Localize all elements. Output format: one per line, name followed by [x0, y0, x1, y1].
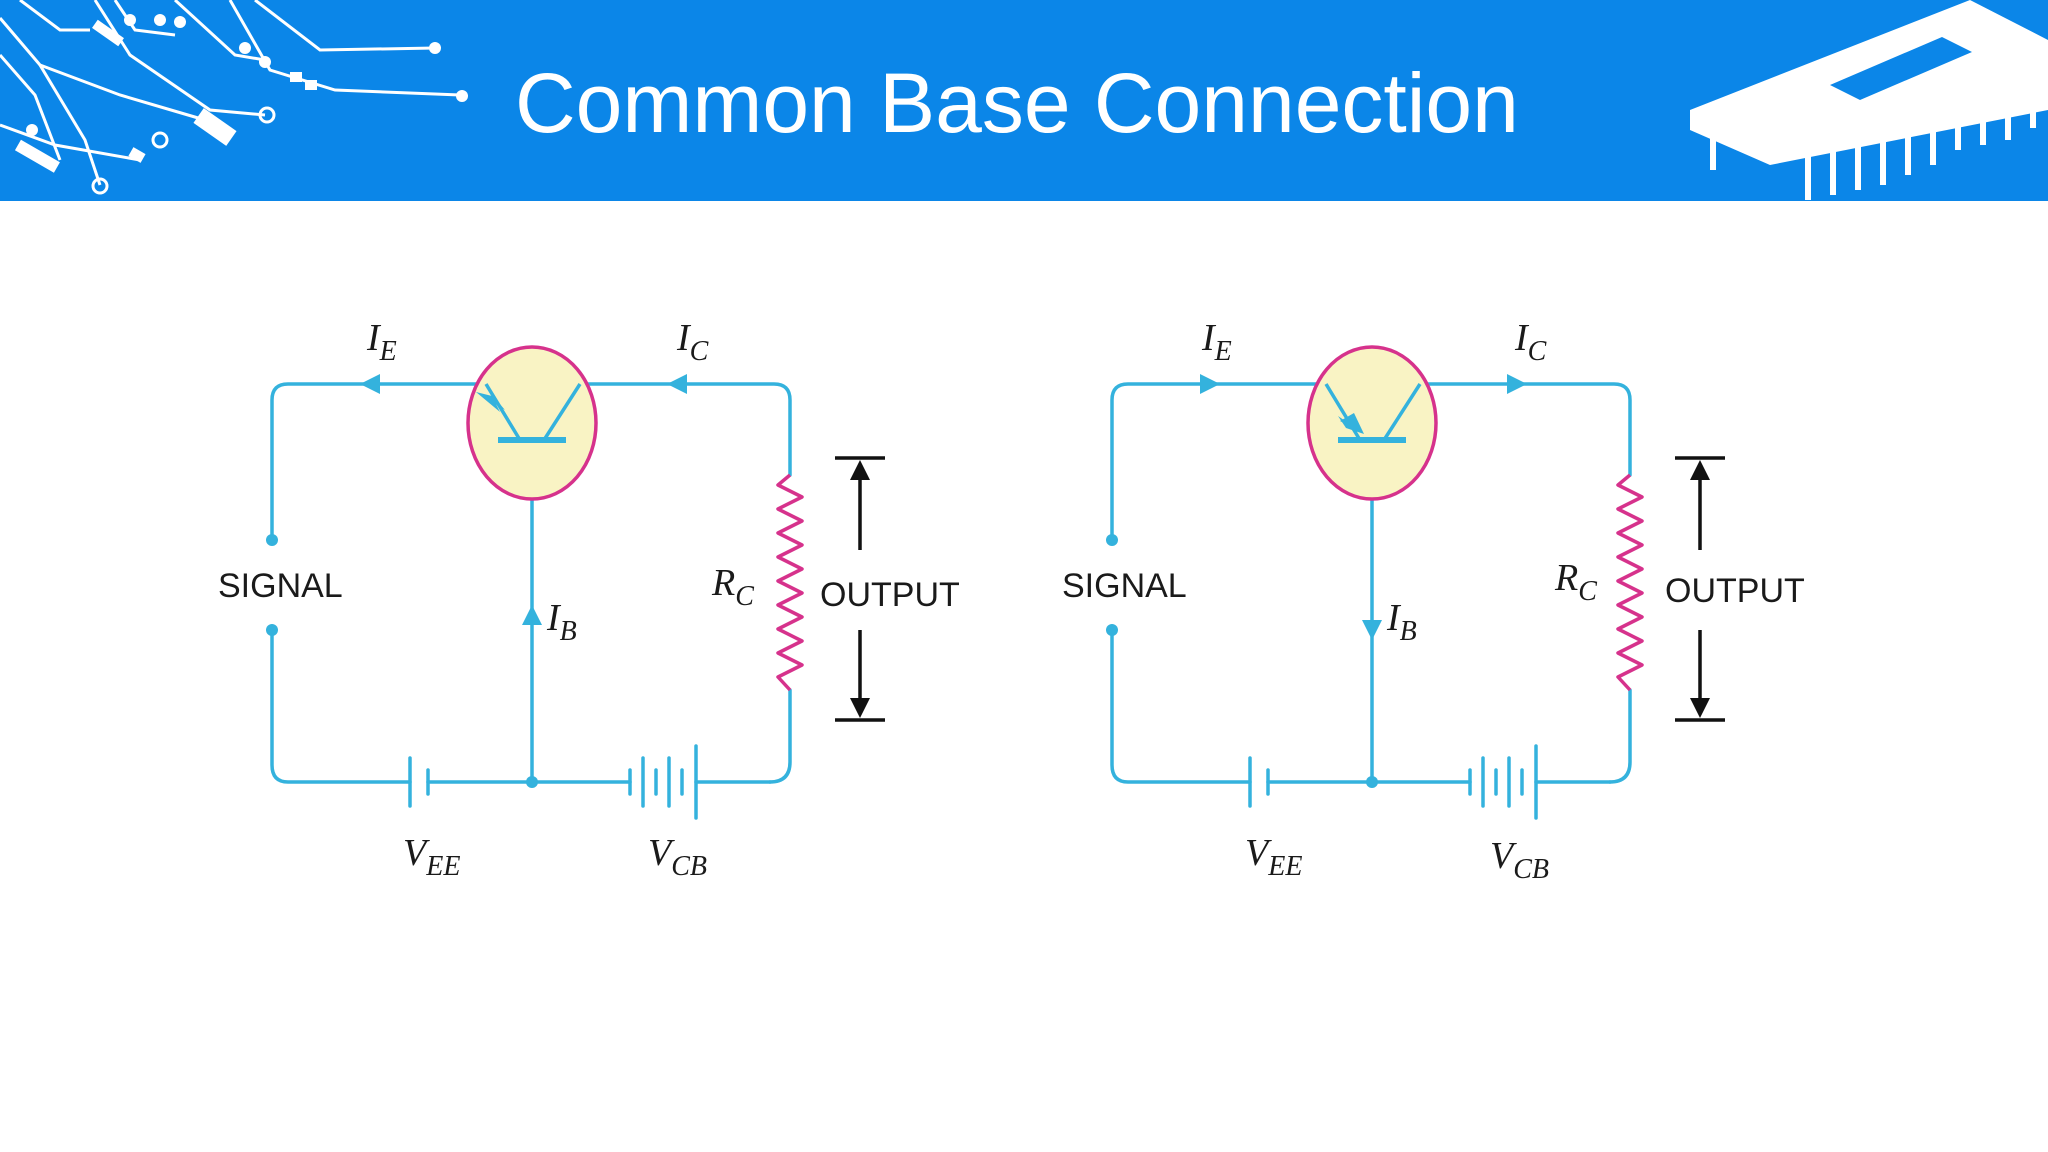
vcb-label: VCB — [648, 832, 707, 882]
ie-label: IE — [1201, 317, 1232, 367]
collector-return-wire — [768, 688, 792, 784]
signal-label: SIGNAL — [218, 567, 343, 605]
microchip-icon — [1690, 0, 2048, 200]
ie-arrow — [1200, 374, 1220, 394]
ic-label: IC — [1514, 317, 1547, 367]
ic-label: IC — [676, 317, 709, 367]
vcb-label: VCB — [1490, 835, 1549, 885]
transistor-pnp — [466, 345, 598, 501]
rc-label: RC — [711, 562, 754, 612]
signal-terminal-top — [1106, 534, 1118, 546]
ie-label: IE — [366, 317, 397, 367]
signal-return-wire — [1110, 628, 1252, 784]
title-banner: Common Base Connection — [0, 0, 2048, 201]
transistor-npn — [1306, 345, 1438, 501]
base-junction — [526, 776, 538, 788]
rc-resistor — [1616, 473, 1644, 692]
circuit-diagram-left: SIGNAL OUTPUT IE IC IB RC VEE VCB — [218, 317, 960, 882]
vee-label: VEE — [403, 832, 460, 882]
ib-arrow — [1362, 620, 1382, 640]
signal-label: SIGNAL — [1062, 567, 1187, 605]
collector-return-wire — [1608, 688, 1632, 784]
ie-arrow — [360, 374, 380, 394]
rc-resistor — [776, 473, 804, 692]
signal-return-wire — [270, 628, 412, 784]
ib-arrow — [522, 605, 542, 625]
collector-wire — [1418, 382, 1632, 477]
ib-label: IB — [1386, 597, 1417, 647]
signal-terminal-bottom — [266, 624, 278, 636]
circuit-traces-icon — [0, 0, 468, 195]
emitter-wire — [1110, 382, 1328, 542]
rc-label: RC — [1554, 557, 1597, 607]
output-label: OUTPUT — [820, 576, 960, 614]
emitter-wire — [270, 382, 488, 542]
base-junction — [1366, 776, 1378, 788]
ib-label: IB — [546, 597, 577, 647]
ic-arrow — [667, 374, 687, 394]
slide-title: Common Base Connection — [515, 56, 1519, 150]
circuit-diagram-right: SIGNAL OUTPUT IE IC IB RC VEE VCB — [1062, 317, 1805, 885]
collector-wire — [578, 382, 792, 477]
signal-terminal-bottom — [1106, 624, 1118, 636]
vee-label: VEE — [1245, 832, 1302, 882]
signal-terminal-top — [266, 534, 278, 546]
output-label: OUTPUT — [1665, 572, 1805, 610]
ic-arrow — [1507, 374, 1527, 394]
